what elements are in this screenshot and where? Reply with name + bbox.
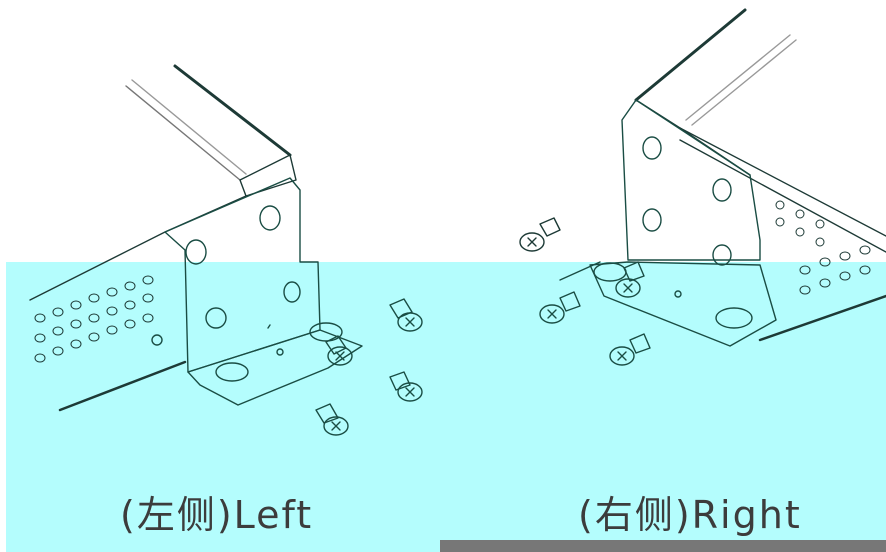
vent-holes-right (775, 200, 871, 295)
chassis-right-icon (634, 8, 886, 342)
caption-left: (左侧)Left (120, 493, 314, 537)
bracket-left-icon (151, 177, 363, 406)
highlight-band (6, 262, 886, 552)
screw-icon (389, 371, 423, 402)
screw-icon (609, 333, 651, 366)
bracket-right-icon (559, 99, 777, 347)
chassis-left-icon (29, 64, 297, 412)
screw-icon (519, 217, 561, 252)
screw-icon (325, 335, 353, 366)
screw-icon (389, 298, 423, 332)
screw-icon (615, 261, 645, 298)
gray-bar (440, 540, 886, 552)
vent-holes-left (34, 275, 154, 363)
caption-right: (右侧)Right (578, 493, 802, 537)
screw-icon (315, 403, 349, 436)
screw-icon (539, 291, 581, 324)
